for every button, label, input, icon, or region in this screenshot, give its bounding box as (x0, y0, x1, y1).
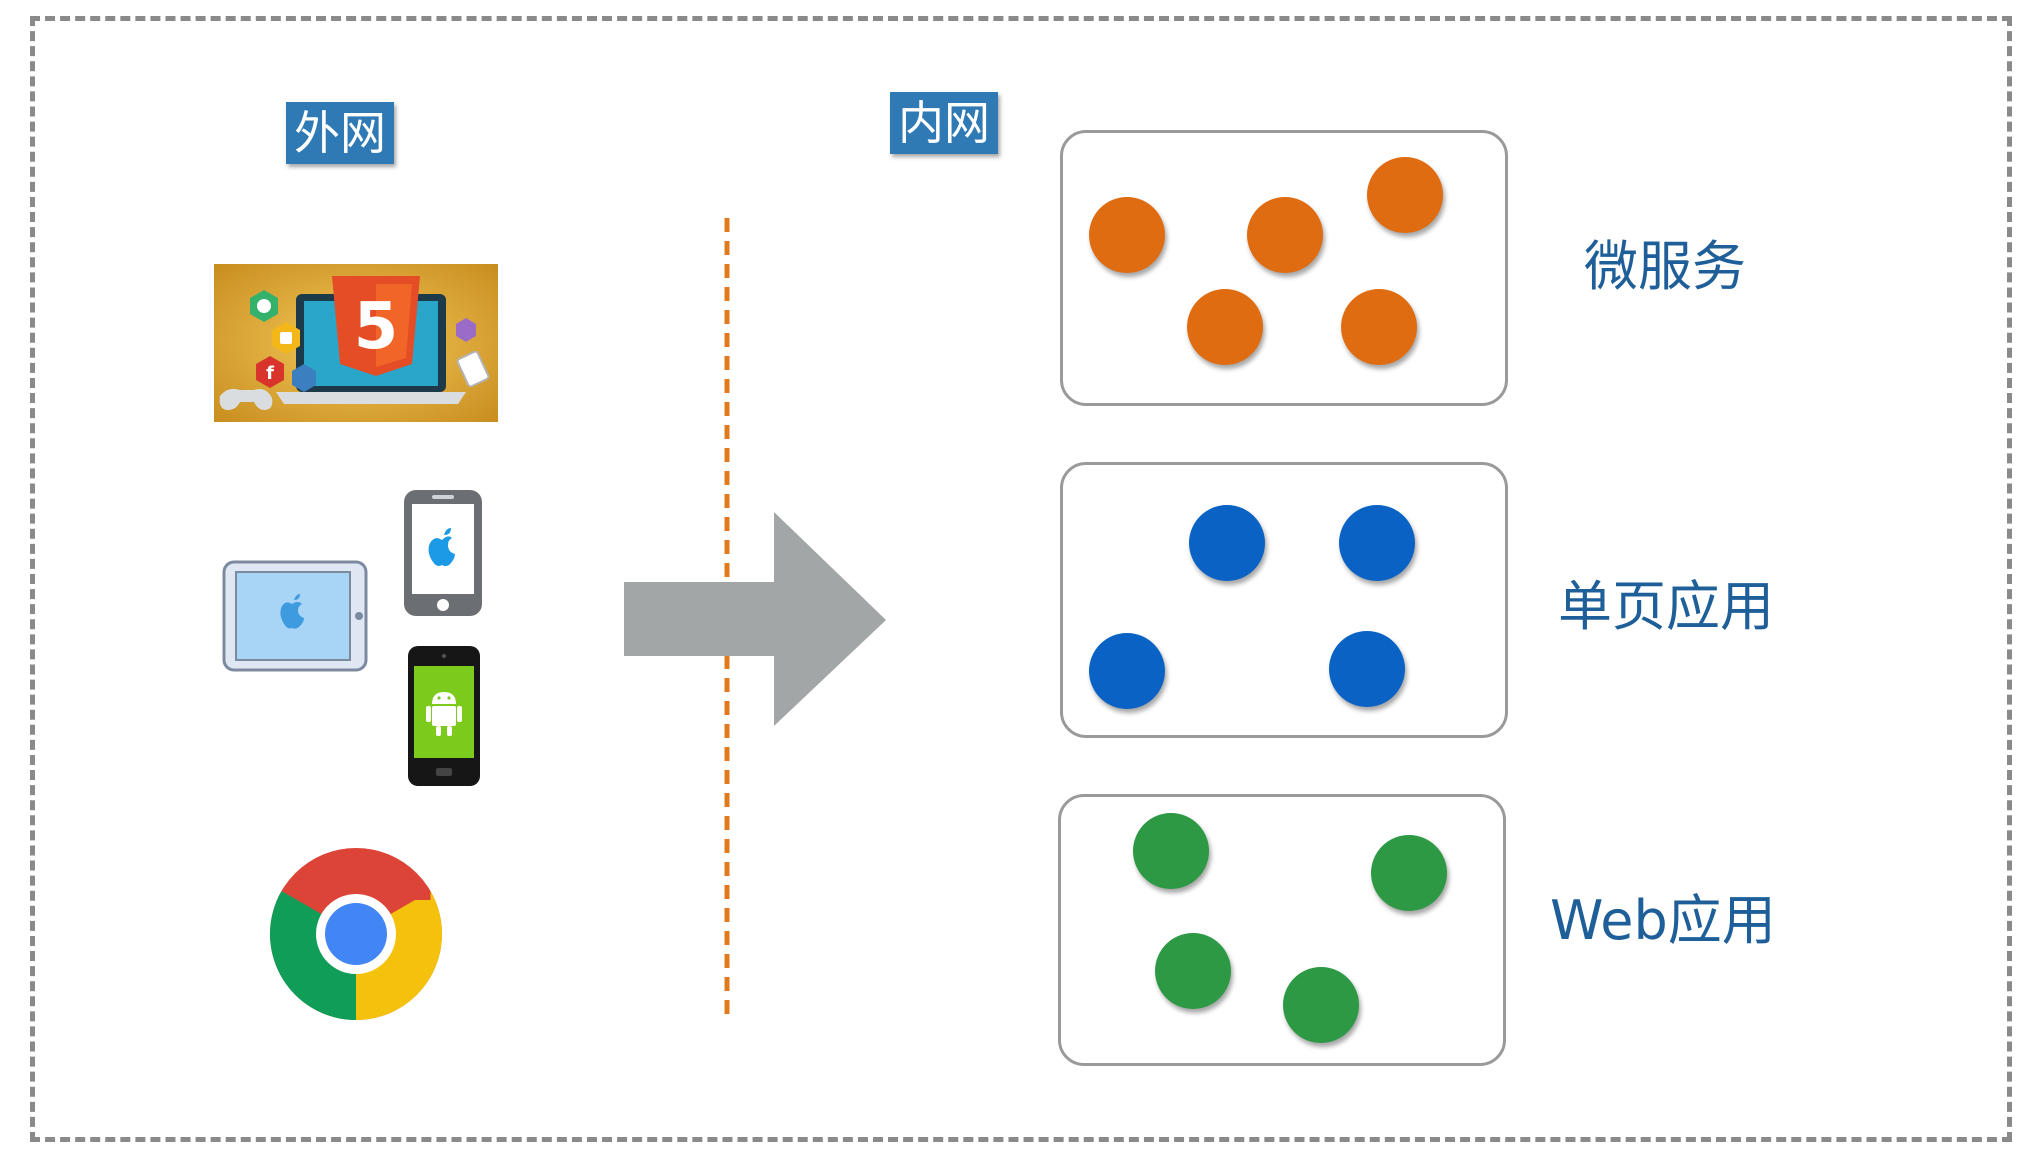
web-app-node (1283, 967, 1359, 1043)
iphone-icon (402, 488, 484, 618)
microservices-box (1060, 130, 1508, 406)
spa-node (1189, 505, 1265, 581)
spa-node (1339, 505, 1415, 581)
flow-arrow (620, 506, 890, 726)
spa-label: 单页应用 (1558, 575, 1774, 638)
web-app-node (1371, 835, 1447, 911)
web-app-node (1155, 933, 1231, 1009)
web-app-node (1133, 813, 1209, 889)
outer-frame (30, 16, 2012, 1142)
spa-node (1089, 633, 1165, 709)
spa-box (1060, 462, 1508, 738)
web-app-label: Web应用 (1550, 889, 1776, 952)
html5-badge-text: 5 (354, 290, 399, 364)
svg-text:f: f (266, 363, 274, 384)
android-phone-icon (406, 644, 482, 788)
microservice-node (1341, 289, 1417, 365)
html5-icon: 5 f (214, 264, 498, 422)
spa-node (1329, 631, 1405, 707)
chrome-icon (268, 846, 444, 1022)
microservice-node (1089, 197, 1165, 273)
web-app-box (1058, 794, 1506, 1066)
external-network-tag: 外网 (286, 102, 394, 164)
internal-network-tag: 内网 (890, 92, 998, 154)
microservice-node (1187, 289, 1263, 365)
microservice-node (1247, 197, 1323, 273)
microservice-node (1367, 157, 1443, 233)
ipad-icon (222, 560, 368, 672)
microservices-label: 微服务 (1584, 235, 1746, 298)
